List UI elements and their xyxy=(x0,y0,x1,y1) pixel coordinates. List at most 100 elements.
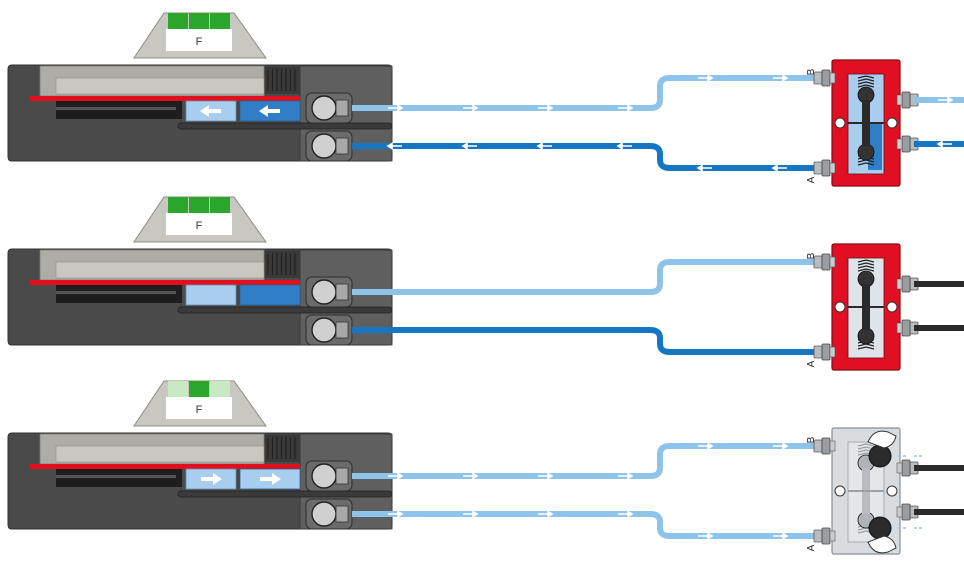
indicator-block xyxy=(189,197,209,213)
scene-1: FBA xyxy=(8,13,964,186)
fitting-thread xyxy=(897,139,902,149)
fitting-nut xyxy=(902,136,910,152)
override-button xyxy=(869,517,891,539)
air-tube xyxy=(352,514,818,536)
port-plug xyxy=(312,134,336,158)
port-upper xyxy=(306,93,352,123)
indicator-block xyxy=(189,13,209,29)
air-tube xyxy=(352,446,818,476)
slide-cylinder: F xyxy=(8,197,392,345)
force-label: F xyxy=(196,36,203,48)
piston-chamber-right xyxy=(240,285,300,305)
port-plug xyxy=(312,96,336,120)
fitting-collar xyxy=(814,162,822,174)
fitting-nut xyxy=(822,344,830,360)
fitting-collar xyxy=(814,346,822,358)
indicator-block xyxy=(210,13,230,29)
mount-hole xyxy=(887,118,897,128)
mount-hole xyxy=(835,302,845,312)
port-upper xyxy=(306,461,352,491)
fitting-nut xyxy=(902,92,910,108)
fitting-nut xyxy=(902,320,910,336)
fitting-thread xyxy=(830,163,835,173)
air-tube xyxy=(352,146,818,168)
fitting-thread xyxy=(830,347,835,357)
fitting-thread xyxy=(830,257,835,267)
fitting-nut xyxy=(822,254,830,270)
port-plug xyxy=(312,280,336,304)
air-tube xyxy=(352,262,818,292)
guide-slab-inner xyxy=(56,446,264,462)
check-valve-block: BA xyxy=(806,428,964,554)
lower-channel xyxy=(178,123,392,129)
inner-rod xyxy=(56,107,176,110)
check-ball xyxy=(858,328,874,344)
port-plug xyxy=(312,502,336,526)
port-lower xyxy=(306,131,352,161)
port-nut xyxy=(336,100,348,116)
port-label-a: A xyxy=(806,544,817,551)
red-rail xyxy=(30,464,300,469)
inner-rod xyxy=(56,475,176,478)
check-valve-block: BA xyxy=(806,60,964,186)
fitting-nut xyxy=(822,438,830,454)
red-rail xyxy=(30,280,300,285)
fitting-nut xyxy=(902,276,910,292)
fitting-thread xyxy=(830,441,835,451)
port-plug xyxy=(312,318,336,342)
force-label: F xyxy=(196,220,203,232)
port-nut xyxy=(336,284,348,300)
piston-chamber-left xyxy=(186,285,236,305)
indicator-block xyxy=(189,381,209,397)
mount-hole xyxy=(887,302,897,312)
port-label-b: B xyxy=(806,436,817,443)
air-tube xyxy=(352,78,818,108)
fitting-nut xyxy=(902,460,910,476)
check-ball xyxy=(858,144,874,160)
port-label-b: B xyxy=(806,68,817,75)
fitting-thread xyxy=(897,507,902,517)
lower-channel xyxy=(178,491,392,497)
air-tube xyxy=(352,330,818,352)
mount-hole xyxy=(835,118,845,128)
port-lower xyxy=(306,315,352,345)
fitting-thread xyxy=(897,279,902,289)
port-nut xyxy=(336,138,348,154)
fitting-thread xyxy=(830,531,835,541)
fitting-thread xyxy=(897,463,902,473)
lower-channel xyxy=(178,307,392,313)
fitting-nut xyxy=(822,160,830,176)
port-nut xyxy=(336,322,348,338)
force-label: F xyxy=(196,404,203,416)
port-lower xyxy=(306,499,352,529)
port-nut xyxy=(336,506,348,522)
port-label-b: B xyxy=(806,252,817,259)
fitting-collar xyxy=(814,530,822,542)
port-label-a: A xyxy=(806,360,817,367)
mount-hole xyxy=(887,486,897,496)
fitting-thread xyxy=(897,95,902,105)
indicator-block xyxy=(210,381,230,397)
port-nut xyxy=(336,468,348,484)
port-plug xyxy=(312,464,336,488)
port-upper xyxy=(306,277,352,307)
fitting-thread xyxy=(897,323,902,333)
mount-hole xyxy=(835,486,845,496)
slide-cylinder: F xyxy=(8,13,392,161)
indicator-block xyxy=(210,197,230,213)
override-button xyxy=(869,445,891,467)
guide-slab-inner xyxy=(56,78,264,94)
fitting-nut xyxy=(902,504,910,520)
slide-cylinder: F xyxy=(8,381,392,529)
scene-2: FBA xyxy=(8,197,964,370)
fitting-nut xyxy=(822,528,830,544)
scene-3: FBA xyxy=(8,381,964,554)
indicator-block xyxy=(168,197,188,213)
fitting-thread xyxy=(830,73,835,83)
indicator-block xyxy=(168,13,188,29)
inner-rod xyxy=(56,291,176,294)
port-label-a: A xyxy=(806,176,817,183)
indicator-block xyxy=(168,381,188,397)
check-valve-block: BA xyxy=(806,244,964,370)
